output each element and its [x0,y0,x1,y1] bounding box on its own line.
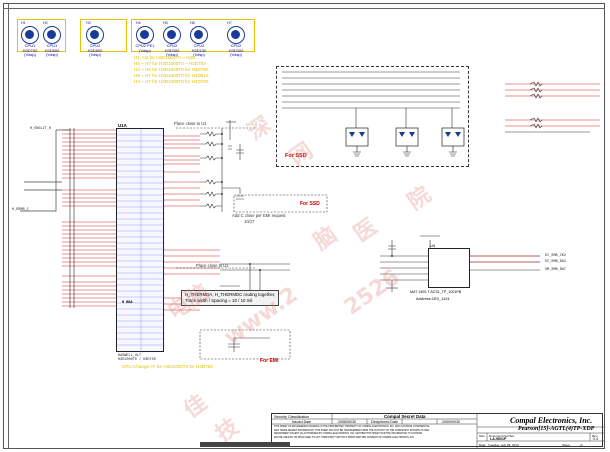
top-ruler [3,8,605,9]
chip-label: CPU2 H3D800(Vdsp) [87,43,103,57]
mounting-hole-icon [190,26,208,44]
chip-label: CPU2 H3D150(Vdsp) [191,43,207,57]
right-net-2: EC_SMB_DA2 [545,260,567,264]
left-net-label-2: H_RSMR_C [12,208,29,212]
tb-size-label: Size [479,433,485,438]
yellow-note-5: H4 ~ H7 for H3D1000T0 for H3D700 [134,79,209,84]
yellow-note-4: H6 ~ H7 for H3D1000T0 for H3D810 [134,73,209,78]
tb-sheet-value: of [580,442,583,447]
tb-deciphered-label: Deciphered Date [371,419,398,424]
title-block: Security Classification Compal Secret Da… [271,413,604,448]
tb-rev-label: Rev [592,433,598,438]
tb-doc-number: LA-9601P [490,437,507,441]
place-close-note-mid: Place close to U1 [196,263,229,268]
ic-u4 [428,248,470,288]
horizontal-scrollbar[interactable] [200,442,290,447]
chip-label: CPU1 H3D800(Vdsp) [44,43,60,57]
cpu-block-u1a [116,128,165,353]
chip-group-cpu2b [131,19,255,52]
tb-secret: Compal Secret Data [384,414,426,419]
for-emi-label: For EMI [260,358,279,364]
add-cap-date: 10/17 [244,219,255,224]
tb-legal-3: DEPARTMENT EXCEPT AS AUTHORIZED BY COMPA… [274,433,423,435]
chip-ref: H1 [21,21,26,25]
chip-ref: H6 [190,21,195,25]
chip-label: CPU2 H3D300(Vdsp) [164,43,180,57]
yellow-note-3: H4 ~ H5 for H3D1000T0 for H3D750 [134,67,209,72]
ic-u4-part: MAT 1400-T ACS1_TP_1001PB [410,290,462,294]
tb-doc-label: Document Number [489,433,515,438]
tb-date-label: Date: [479,442,487,447]
for-ssd-top-label: For SSD [285,153,307,159]
for-ssd-mid-label: For SSD [300,201,320,207]
yellow-note-2: H3 ~ H7 for H3D1000T0 ~ H3D700 [134,61,206,66]
chip-ref: H2 [43,21,48,25]
drawing-frame [3,3,605,449]
yellow-note-1: H1, H2 for H3D1000T0 ~ H3D [134,55,196,60]
title-block-grid [272,414,604,448]
right-net-1: EC_SMB_CK2 [545,254,567,258]
cpu-name: HASWELL_ULT [118,354,142,358]
mounting-hole-icon [86,26,104,44]
h-ball-label: H BGA [122,301,133,305]
callout-line-2: Trace width / Spacing = 10 / 10 mil [185,298,253,303]
chip-ref: H7 [227,21,232,25]
place-close-note-top: Place close to U1 [174,121,207,126]
bottom-yellow-note: CPU Change H* for H3D1000T0 for H3D750 [122,364,213,369]
mounting-hole-icon [21,26,39,44]
chip-group-cpu1 [17,19,66,52]
tb-date-value: Tuesday, July 09, 2013 [488,442,519,447]
chip-label: CPU2 FE1(Vdsp) [135,43,155,53]
cpu-pin-lines [117,129,165,353]
tb-legal-1: THIS SHEET OF ENGINEERING DRAWING IS THE… [274,426,430,428]
company-name: Compal Electronics, Inc. [510,416,593,425]
tb-issued-date: 2008/09/30 [338,419,356,424]
chip-label: CPU2 H3D300(Vdsp) [228,43,244,57]
ic-u4-address: Address:1E0_1101 [416,296,450,301]
chip-ref: H4 [136,21,141,25]
right-net-3: SM_SMB_DAT [545,268,567,272]
mounting-hole-icon [43,26,61,44]
mounting-hole-icon [136,26,154,44]
tb-deciphered-date: 2009/09/30 [442,419,460,424]
chip-ref: H5 [163,21,168,25]
tb-legal-4: MAY BE USED BY OR DISCLOSED TO ANY THIRD… [274,436,415,439]
chip-ref: H3 [86,21,91,25]
chip-label: CPU1 H3D700(Vdsp) [22,43,38,57]
chip-group-cpu2 [80,19,127,52]
callout-line-1: H_THERMDA, H_THERMDC routing together, [185,292,276,297]
tb-legal-2: AND TRADE SECRET INFORMATION. THIS SHEET… [274,429,430,432]
mounting-hole-icon [227,26,245,44]
mounting-hole-icon [163,26,181,44]
cpu-sub: H3D1000T0 / H3D750 [118,358,156,362]
tb-sheet-label: Sheet [562,442,570,447]
ic-u4-ref: U4 [430,243,436,248]
left-net-label: H_ENGLIT_H [30,127,52,131]
ssd-dashed-box [276,66,469,167]
tb-issued-label: Issued Date [292,419,312,424]
cpu-ref: U1A [118,123,127,128]
thermal-routing-callout: H_THERMDA, H_THERMDC routing together, T… [181,290,280,306]
project-name: Pearson[15]-AGTL(4)TP-XDP [518,426,595,432]
add-cap-note: Add C close per EMI request [232,213,286,218]
tb-rev: 0.4 [593,437,598,441]
tb-security: Security Classification [274,414,310,419]
left-ruler [8,3,9,449]
